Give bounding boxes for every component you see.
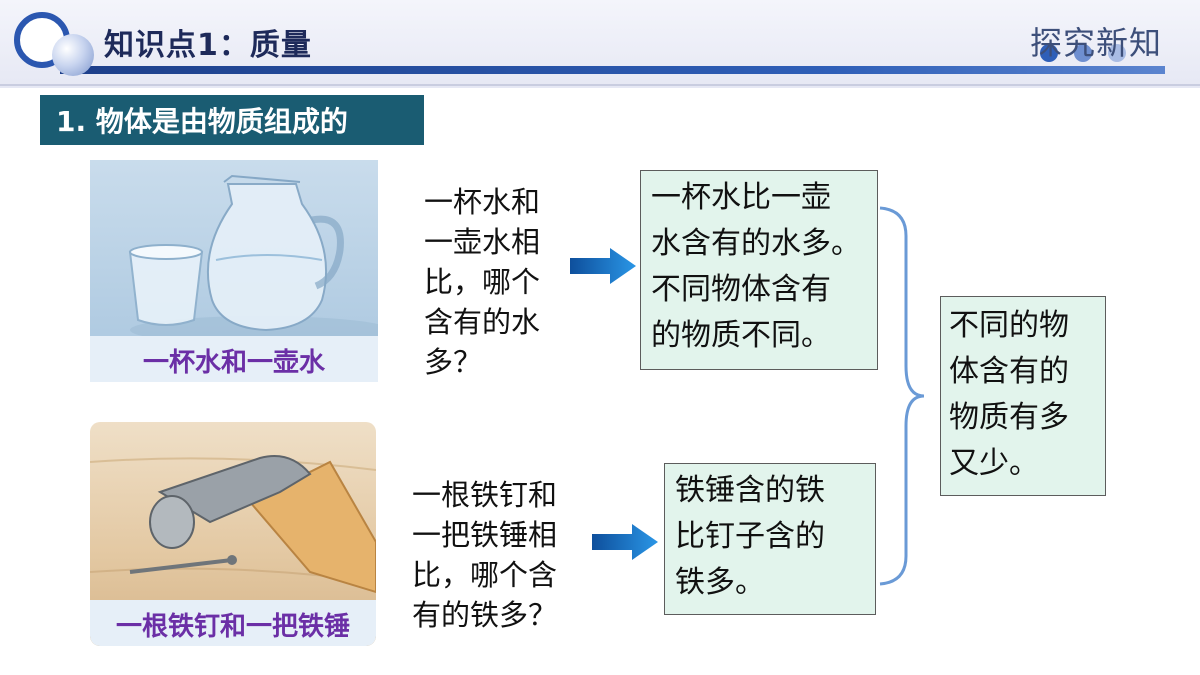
water-photo: 一杯水和一壶水 xyxy=(90,160,378,382)
caption-bar xyxy=(90,600,376,646)
hammer-photo: 一根铁钉和一把铁锤 xyxy=(90,422,376,646)
arrow-right-icon xyxy=(570,248,636,284)
answer-box-water: 一杯水比一壶 水含有的水多。 不同物体含有 的物质不同。 xyxy=(640,170,878,370)
decor-dot-icon xyxy=(1108,44,1126,62)
logo-dot-icon xyxy=(52,34,94,76)
decor-dot-icon xyxy=(1074,44,1092,62)
curly-brace-icon xyxy=(879,206,925,586)
conclusion-box: 不同的物 体含有的 物质有多 又少。 xyxy=(940,296,1106,496)
header-underline xyxy=(0,84,1200,86)
arrow-right-icon xyxy=(592,524,658,560)
subtitle-text: 1. 物体是由物质组成的 xyxy=(56,105,348,138)
section-tag: 探究新知 xyxy=(1030,24,1163,62)
water-caption: 一杯水和一壶水 xyxy=(142,348,325,378)
answer-box-iron: 铁锤含的铁 比钉子含的 铁多。 xyxy=(664,463,876,615)
caption-bar xyxy=(90,336,378,382)
header-divider xyxy=(60,66,1165,74)
decor-dot-icon xyxy=(1040,44,1058,62)
question-water: 一杯水和 一壶水相 比，哪个 含有的水 多？ xyxy=(424,185,541,379)
subtitle-bar xyxy=(40,95,424,145)
page-title: 知识点1：质量 xyxy=(104,28,312,63)
question-iron: 一根铁钉和 一把铁锤相 比，哪个含 有的铁多？ xyxy=(412,478,558,632)
hammer-nail-illustration xyxy=(90,455,376,594)
hammer-caption: 一根铁钉和一把铁锤 xyxy=(115,612,350,642)
